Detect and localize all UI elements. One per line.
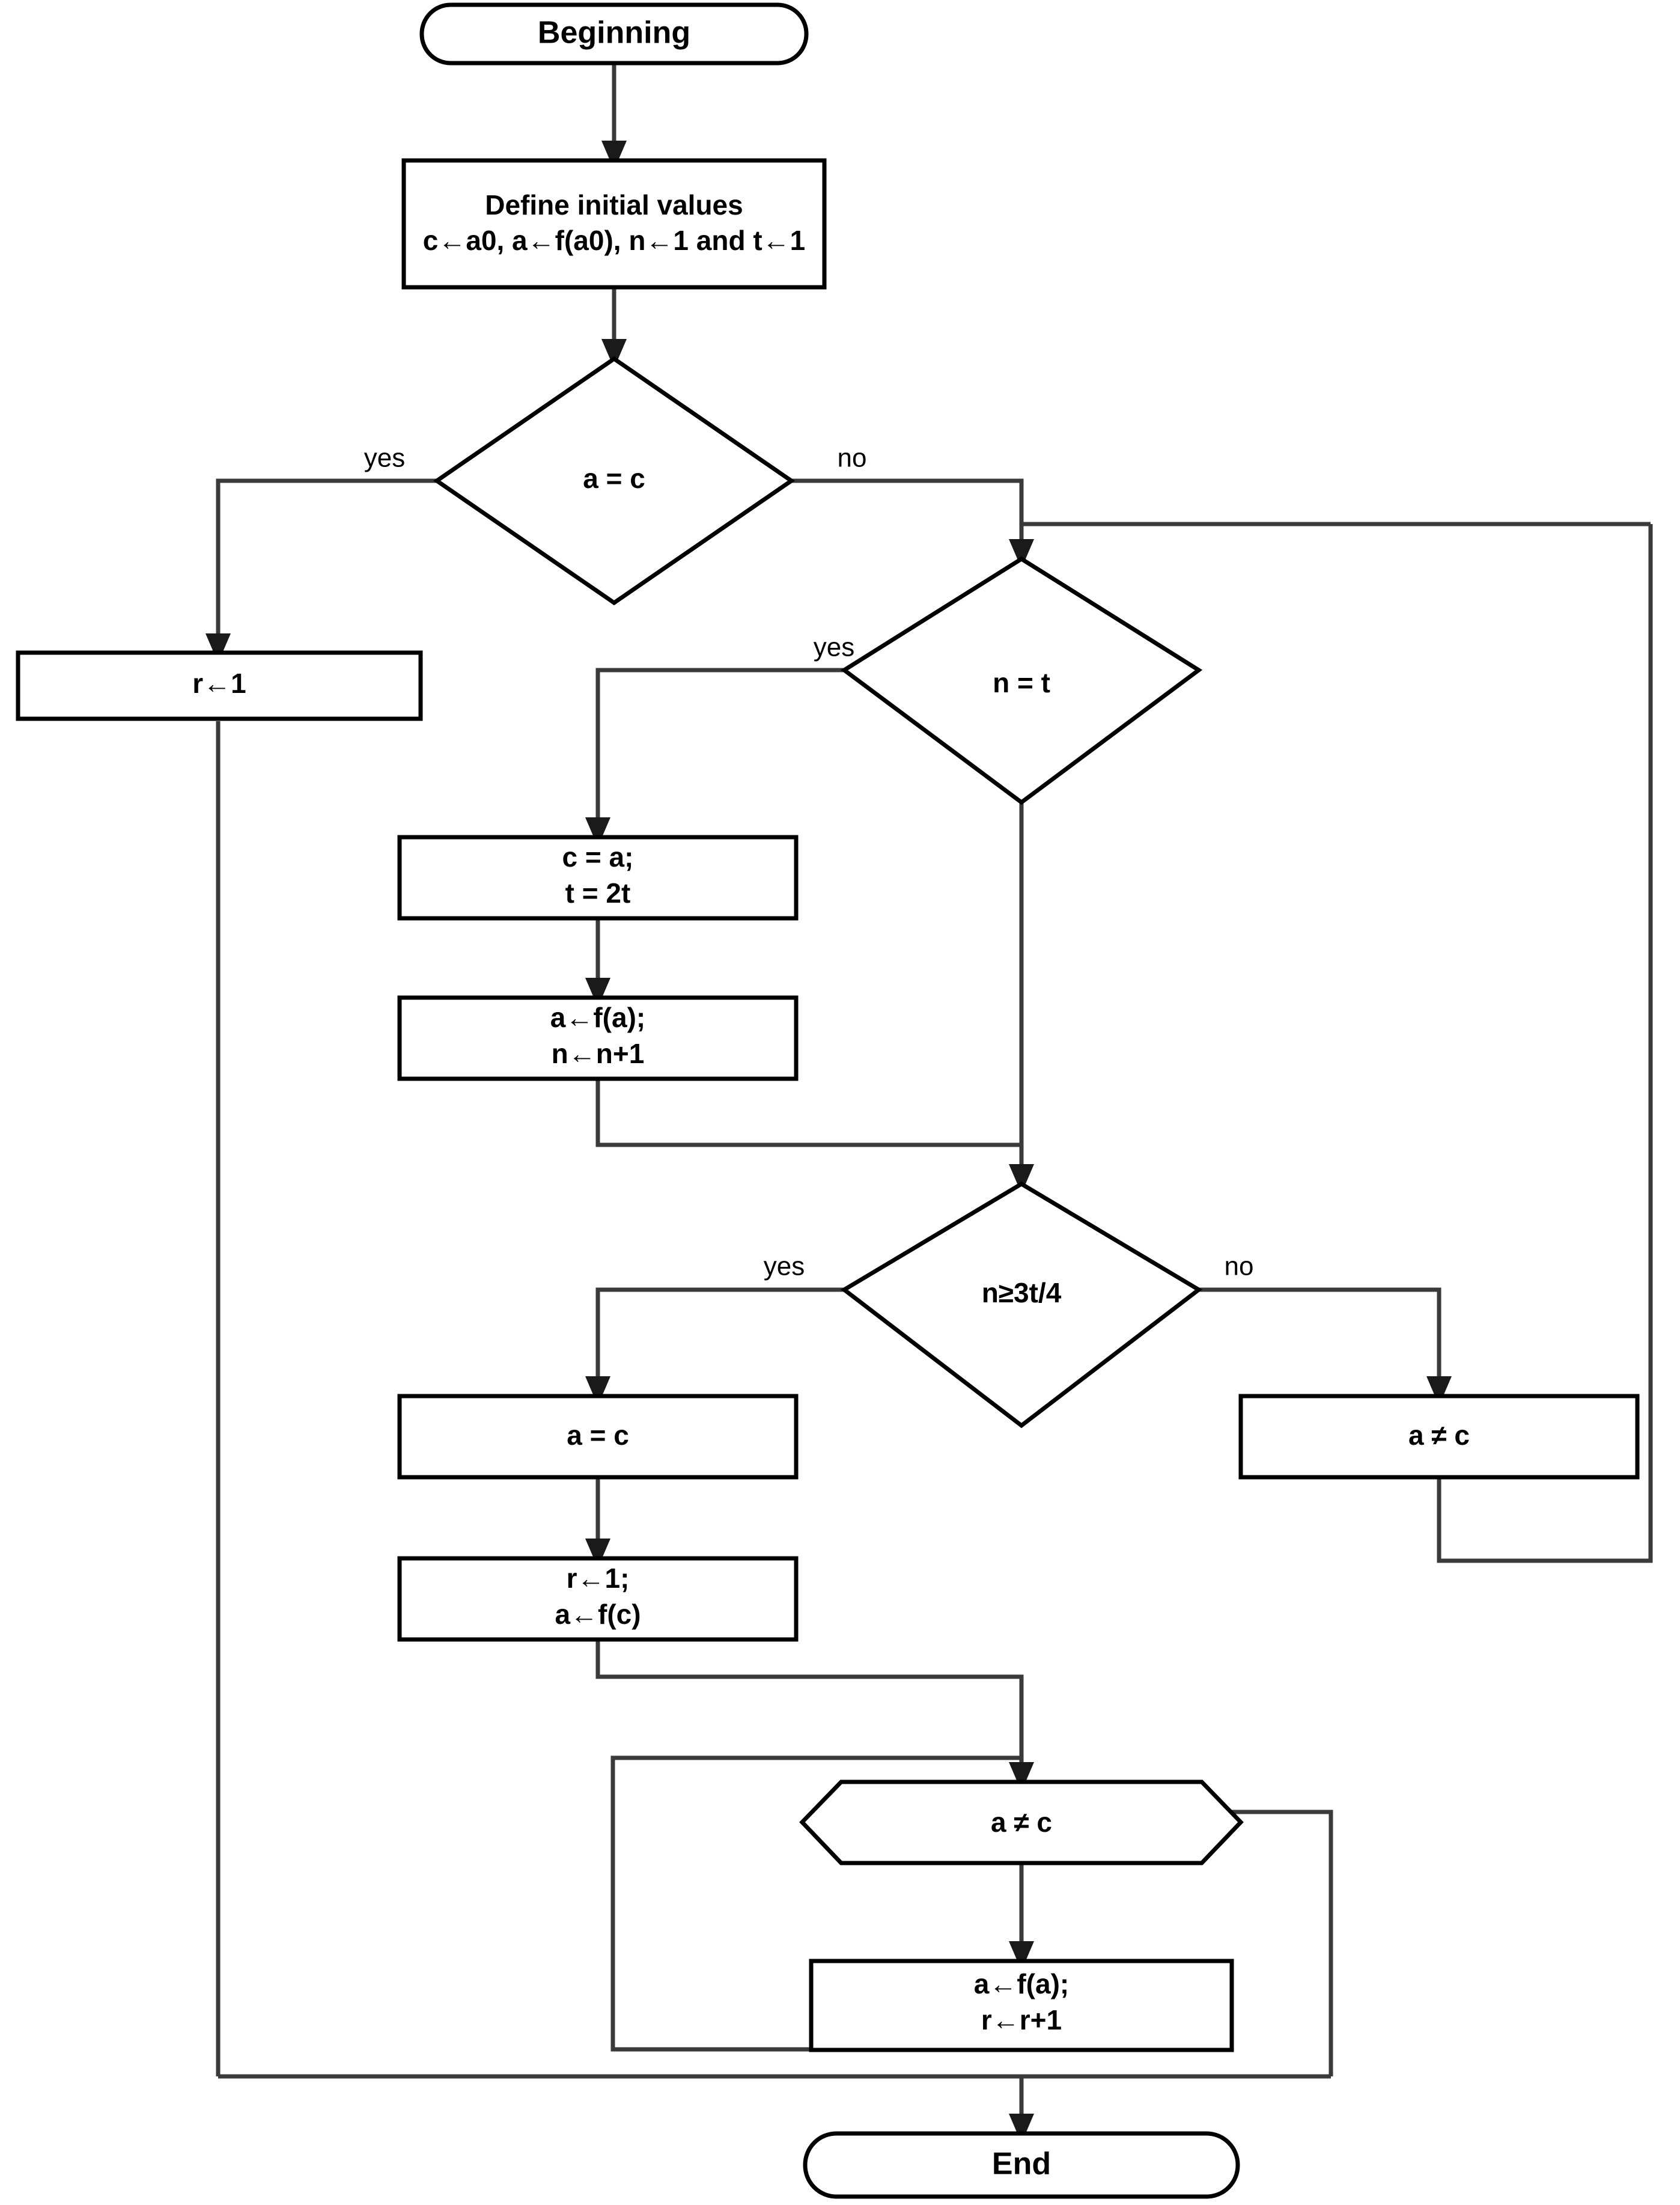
edge-neqt-yes-to-ceqa <box>585 668 844 847</box>
afar-label-line1: a←f(a); <box>974 1968 1069 1999</box>
aneqchex-label: a ≠ c <box>991 1807 1052 1838</box>
ceqa-label-line1: c = a; <box>562 841 634 873</box>
decision-neqt-shape <box>840 556 1203 805</box>
edge-label-nge-yes: yes <box>764 1252 805 1281</box>
node-init[interactable]: Define initial values c←a0, a←f(a0), n←1… <box>401 158 827 290</box>
edge-label-aeqc-yes: yes <box>364 444 405 473</box>
r1-process-shape <box>16 650 423 721</box>
edge-afan-to-merge <box>595 1079 1021 1147</box>
aneqchex-preparation-shape <box>799 1780 1244 1865</box>
end-terminator-shape <box>803 2131 1240 2199</box>
node-start[interactable]: Beginning <box>419 2 809 66</box>
start-terminator-shape <box>419 2 809 66</box>
aeqcbox-label: a = c <box>567 1420 629 1451</box>
node-a-f-a-r-plus-1[interactable]: a←f(a); r←r+1 <box>809 1959 1234 2052</box>
afan-process-shape <box>397 995 799 1081</box>
ceqa-label-line2: t = 2t <box>565 877 631 909</box>
edge-label-neqt-yes: yes <box>814 633 854 662</box>
end-label: End <box>992 2147 1051 2182</box>
aneqcbox-label: a ≠ c <box>1408 1420 1470 1451</box>
edge-label-aeqc-no: no <box>838 444 867 473</box>
node-decision-n-equals-t[interactable]: n = t <box>840 556 1203 805</box>
edge-aeqc-no-to-neqt <box>791 478 1034 569</box>
r1afc-process-shape <box>397 1556 799 1642</box>
edge-label-nge-no: no <box>1225 1252 1254 1281</box>
node-a-neq-c-box[interactable]: a ≠ c <box>1238 1394 1640 1480</box>
r1afc-label-line1: r←1; <box>567 1563 630 1594</box>
decision-aeqc-shape <box>433 356 796 606</box>
edge-afar-loopback-to-hex <box>610 1755 1021 2052</box>
r1afc-label-line2: a←f(c) <box>555 1599 641 1630</box>
aneqcbox-process-shape <box>1238 1394 1640 1480</box>
init-label-line1: Define initial values <box>485 189 743 221</box>
afan-label-line1: a←f(a); <box>550 1002 645 1033</box>
init-process-shape <box>401 158 827 290</box>
afan-label-line2: n←n+1 <box>552 1038 645 1069</box>
decision-nge-shape <box>840 1181 1203 1429</box>
edge-aeqc-yes-to-r1 <box>205 478 437 663</box>
connector-layer <box>205 63 1653 2143</box>
node-a-f-a-n-plus-1[interactable]: a←f(a); n←n+1 <box>397 995 799 1081</box>
node-c-eq-a[interactable]: c = a; t = 2t <box>397 835 799 921</box>
afar-process-shape <box>809 1959 1234 2052</box>
node-a-neq-c-hexagon[interactable]: a ≠ c <box>799 1780 1244 1865</box>
r1-label: r←1 <box>192 668 246 699</box>
init-label-line2: c←a0, a←f(a0), n←1 and t←1 <box>423 225 806 256</box>
node-r1-afc[interactable]: r←1; a←f(c) <box>397 1556 799 1642</box>
node-end[interactable]: End <box>803 2131 1240 2199</box>
edge-aneqcbox-to-rightline <box>1437 524 1653 1563</box>
aeqcbox-process-shape <box>397 1394 799 1480</box>
edge-nge-yes-to-aeqcbox <box>585 1287 844 1406</box>
node-decision-n-ge-3t-4[interactable]: n≥3t/4 <box>840 1181 1203 1429</box>
decision-nge-label: n≥3t/4 <box>982 1277 1062 1308</box>
node-a-eq-c-box[interactable]: a = c <box>397 1394 799 1480</box>
afar-label-line2: r←r+1 <box>981 2004 1062 2036</box>
start-label: Beginning <box>538 16 690 50</box>
edge-nge-no-to-aneqcbox <box>1199 1287 1452 1406</box>
ceqa-process-shape <box>397 835 799 921</box>
node-r-assign-1[interactable]: r←1 <box>16 650 423 721</box>
node-decision-a-equals-c[interactable]: a = c <box>433 356 796 606</box>
edge-r1afc-to-hex <box>595 1639 1034 1792</box>
decision-aeqc-label: a = c <box>583 463 645 494</box>
decision-neqt-label: n = t <box>993 667 1050 698</box>
